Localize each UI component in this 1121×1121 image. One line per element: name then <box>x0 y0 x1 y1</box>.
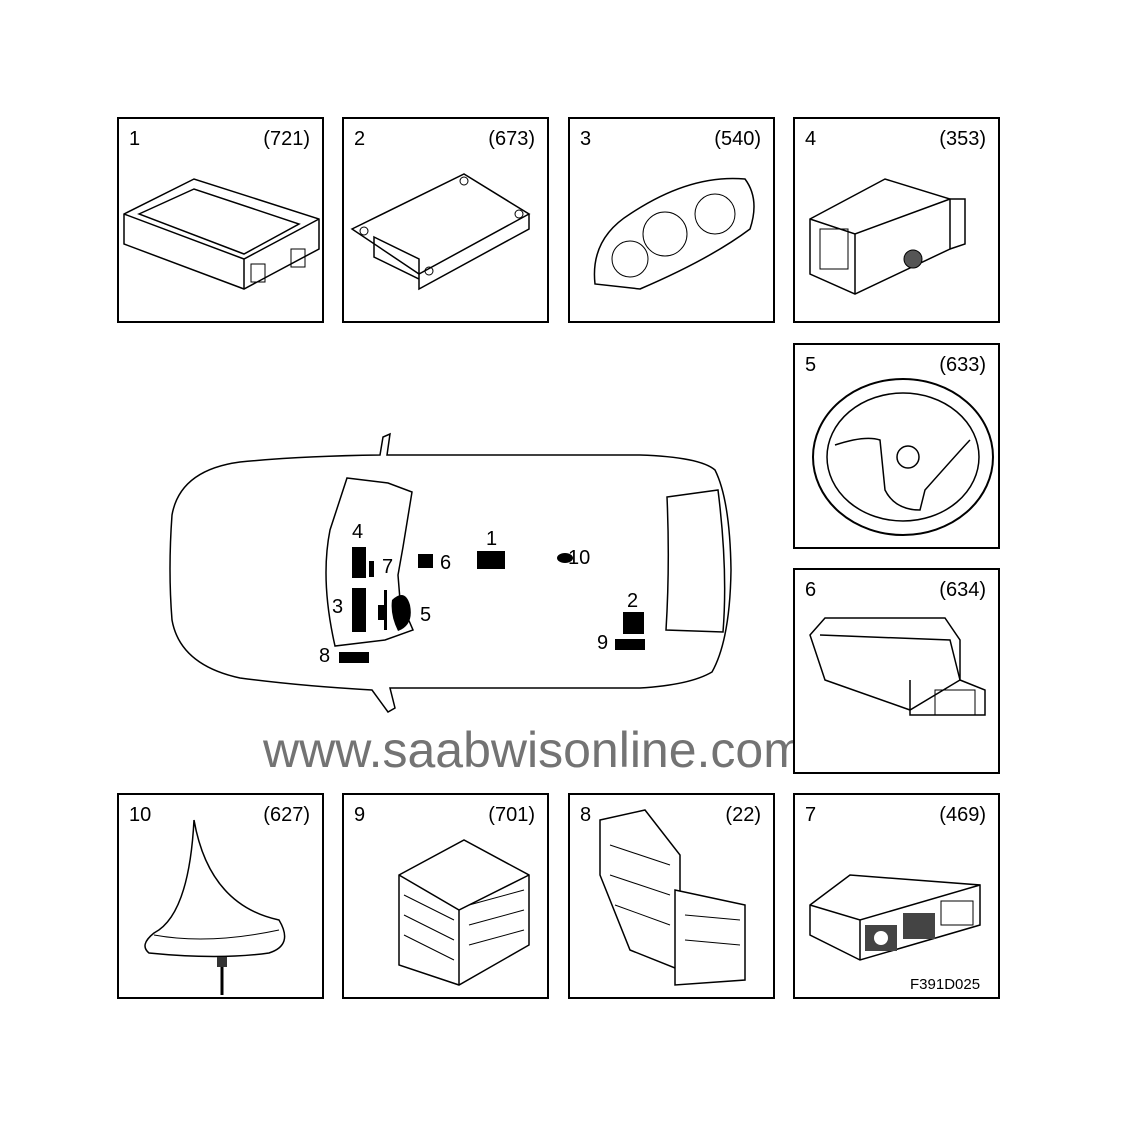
marker-block-8 <box>339 652 369 663</box>
windshield-outline <box>325 477 415 647</box>
panel-code: (22) <box>725 804 761 826</box>
car-marker-label: 8 <box>319 645 331 667</box>
marker-block-9 <box>615 639 645 650</box>
panel-number: 7 <box>805 804 817 826</box>
car-marker-label: 9 <box>597 632 609 654</box>
panel-number: 2 <box>354 128 366 150</box>
instrument-cluster-icon <box>593 177 755 290</box>
marker-block-7 <box>369 561 374 577</box>
component-panel-3: 3 (540) <box>568 117 775 323</box>
car-marker-label: 4 <box>352 521 364 543</box>
radio-unit-icon <box>809 178 966 295</box>
panel-code: (469) <box>939 804 986 826</box>
panel-number: 1 <box>129 128 141 150</box>
panel-code: (673) <box>488 128 535 150</box>
marker-block-2 <box>623 612 644 634</box>
fuse-relay-box-icon <box>599 809 746 986</box>
panel-code: (353) <box>939 128 986 150</box>
panel-code: (721) <box>263 128 310 150</box>
panel-number: 4 <box>805 128 817 150</box>
component-panel-10: 10 (627) <box>117 793 324 999</box>
panel-number: 8 <box>580 804 592 826</box>
panel-number: 6 <box>805 579 817 601</box>
panel-number: 3 <box>580 128 592 150</box>
car-marker-label: 3 <box>332 596 344 618</box>
panel-code: (634) <box>939 579 986 601</box>
component-panel-1: 1 (721) <box>117 117 324 323</box>
car-marker-label: 6 <box>440 552 452 574</box>
marker-block-5 <box>378 590 411 631</box>
car-marker-label: 2 <box>627 590 639 612</box>
component-panel-9: 9 (701) <box>342 793 549 999</box>
panel-number: 10 <box>129 804 152 826</box>
switch-module-icon <box>809 617 986 716</box>
car-marker-label: 5 <box>420 604 432 626</box>
control-module-box-icon <box>123 178 320 290</box>
marker-block-4 <box>352 547 366 578</box>
panel-code: (540) <box>714 128 761 150</box>
car-body-outline <box>169 432 732 713</box>
shark-fin-antenna-icon <box>144 819 286 995</box>
marker-block-3 <box>352 588 366 632</box>
car-marker-label: 10 <box>568 547 591 569</box>
switch-panel-icon <box>809 874 981 961</box>
fuse-box-icon <box>398 839 530 986</box>
marker-block-1 <box>477 551 505 569</box>
component-panel-7: 7 (469) <box>793 793 1000 999</box>
car-marker-label: 7 <box>382 556 394 578</box>
component-panel-2: 2 (673) <box>342 117 549 323</box>
steering-wheel-icon <box>812 378 994 536</box>
car-marker-label: 1 <box>486 528 498 550</box>
figure-code: F391D025 <box>910 976 981 993</box>
component-panel-4: 4 (353) <box>793 117 1000 323</box>
marker-block-10 <box>557 553 573 563</box>
panel-code: (701) <box>488 804 535 826</box>
panel-number: 9 <box>354 804 366 826</box>
rear-window-outline <box>665 489 726 633</box>
marker-block-6 <box>418 554 433 568</box>
panel-code: (627) <box>263 804 310 826</box>
watermark: www.saabwisonline.com <box>263 722 805 778</box>
bracket-module-icon <box>350 173 531 291</box>
component-panel-8: 8 (22) <box>568 793 775 999</box>
panel-number: 5 <box>805 354 817 376</box>
component-panel-5: 5 (633) <box>793 343 1000 549</box>
panel-code: (633) <box>939 354 986 376</box>
component-panel-6: 6 (634) <box>793 568 1000 774</box>
